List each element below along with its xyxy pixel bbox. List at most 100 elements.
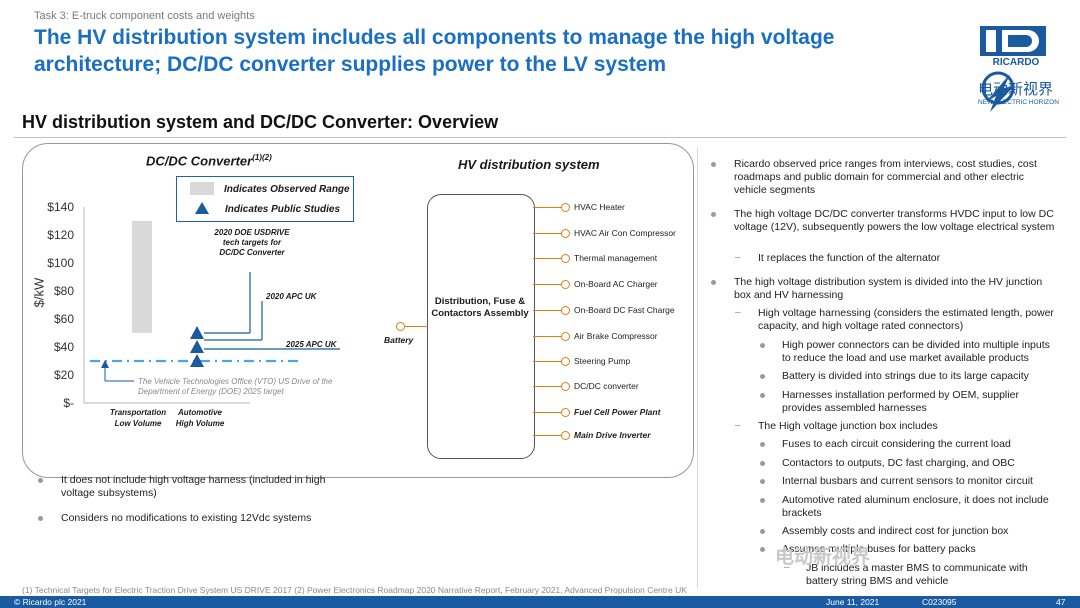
bullet-dot [711,280,716,285]
vto-arrow-marker [101,360,109,368]
bullet-dot [760,393,765,398]
sub-dash: – [735,252,741,263]
sub-dash: – [735,307,741,318]
sub-dash: – [735,420,741,431]
item-fuses: Fuses to each circuit considering the cu… [782,438,1011,450]
dcdc-title-text: DC/DC Converter [146,153,253,169]
footer-code: C023095 [922,597,957,607]
bullet-dot [760,442,765,447]
branch-label: Main Drive Inverter [574,430,651,440]
observed-range-bar [132,221,152,333]
branch-line [533,361,562,363]
distribution-box-label: Distribution, Fuse & Contactors Assembly [431,296,529,319]
bullet-alternator: It replaces the function of the alternat… [758,252,941,264]
y-tick: $- [63,396,74,410]
section-divider [14,137,1066,138]
battery-label: Battery [384,335,414,345]
note-harness: It does not include high voltage harness… [61,474,326,499]
bullet-dot [711,162,716,167]
branch-line [533,310,562,312]
branch-connector [561,357,570,366]
sub-dash: – [784,562,790,573]
branch-label: Steering Pump [574,356,631,366]
y-tick: $120 [47,228,74,242]
bullet-price-ranges: Ricardo observed price ranges from inter… [734,158,1037,196]
item-enclosure: Automotive rated aluminum enclosure, it … [782,494,1049,519]
dcdc-chart-title: DC/DC Converter(1)(2) [146,153,272,168]
bullet-dot [760,529,765,534]
branch-label: On-Board DC Fast Charge [574,305,675,315]
bullet-dot [760,374,765,379]
dcdc-chart-plot [83,207,340,404]
y-tick: $100 [47,256,74,270]
footer-page: 47 [1056,597,1066,607]
bullet-dot [711,212,716,217]
branch-line [533,284,562,286]
column-divider [697,148,698,588]
footer-copyright: © Ricardo plc 2021 [14,597,87,607]
bullet-dot [760,547,765,552]
bullet-dot [760,343,765,348]
footnote: (1) Technical Targets for Electric Tract… [22,585,687,595]
task-label: Task 3: E-truck component costs and weig… [34,10,255,22]
annotation-apc2020: 2020 APC UK [266,292,317,301]
branch-connector [561,203,570,212]
branch-label: HVAC Air Con Compressor [574,228,676,238]
branch-connector [561,306,570,315]
section-title: HV distribution system and DC/DC Convert… [22,112,499,132]
public-study-marker [190,354,204,367]
note-bullet [38,516,43,521]
branch-label: Air Brake Compressor [574,331,658,341]
note-12vdc: Considers no modifications to existing 1… [61,512,312,524]
legend-range-label: Indicates Observed Range [224,184,350,195]
legend-studies-marker [195,202,209,214]
item-multiple-buses: Assumes multiple buses for battery packs [782,543,976,555]
branch-line [533,207,562,209]
y-tick: $40 [53,340,74,354]
branch-label: Fuel Cell Power Plant [574,407,661,417]
vto-note: The Vehicle Technologies Office (VTO) US… [138,377,333,396]
watermark: 电动新视界 [775,547,871,568]
branch-line [533,336,562,338]
item-harness-install: Harnesses installation performed by OEM,… [782,389,1019,414]
branch-label: On-Board AC Charger [574,279,658,289]
bullet-dot [760,479,765,484]
branch-connector [561,431,570,440]
y-tick: $80 [53,284,74,298]
logo-brand: RICARDO [992,57,1040,68]
battery-connector [396,322,405,331]
item-master-bms: JB includes a master BMS to communicate … [806,562,1028,587]
bullet-harnessing: High voltage harnessing (considers the e… [758,307,1054,332]
bullet-dot [760,461,765,466]
item-assembly-costs: Assembly costs and indirect cost for jun… [782,525,1009,537]
battery-line [405,326,428,328]
note-bullet [38,478,43,483]
branch-connector [561,254,570,263]
legend-studies-label: Indicates Public Studies [225,204,341,215]
branch-connector [561,280,570,289]
public-study-marker [190,326,204,339]
ricardo-logo [976,26,1072,122]
logo-chinese: 电动新视界 [978,81,1054,98]
bullet-junction-box: The High voltage junction box includes [758,420,938,432]
y-tick: $20 [53,368,74,382]
branch-line [533,386,562,388]
branch-connector [561,332,570,341]
public-study-marker [190,340,204,353]
bullet-dot [760,498,765,503]
slide-title: The HV distribution system includes all … [34,26,835,76]
item-connectors: High power connectors can be divided int… [782,339,1050,364]
distribution-box [427,194,535,459]
branch-connector [561,408,570,417]
branch-label: DC/DC converter [574,381,639,391]
branch-line [533,435,562,437]
y-tick: $140 [47,200,74,214]
branch-connector [561,229,570,238]
branch-connector [561,382,570,391]
x-category-label: Transportation Low Volume [109,408,167,428]
branch-label: HVAC Heater [574,202,625,212]
branch-line [533,258,562,260]
item-battery-strings: Battery is divided into strings due to i… [782,370,1029,382]
legend-range-swatch [190,182,214,195]
footer-bar [0,596,1080,608]
